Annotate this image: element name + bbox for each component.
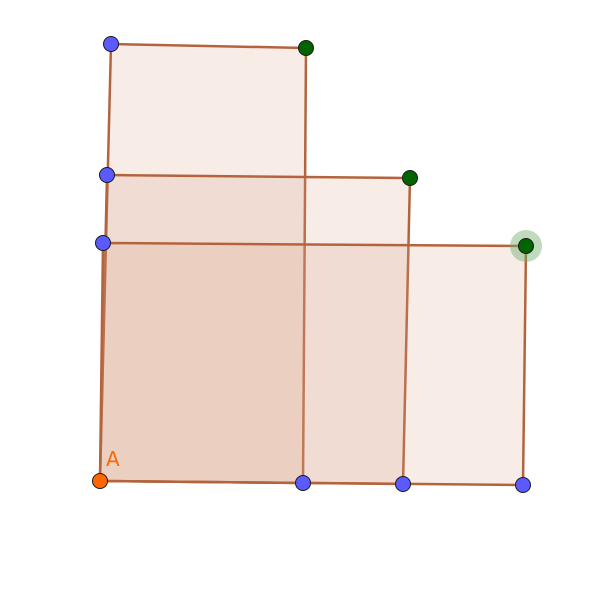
point-b1[interactable]	[295, 475, 311, 491]
rectangle-short[interactable]	[98, 241, 528, 487]
point-a[interactable]	[92, 473, 108, 489]
rectangles-layer	[98, 42, 528, 487]
point-left-top[interactable]	[103, 36, 119, 52]
point-b3[interactable]	[515, 477, 531, 493]
point-corner-tall[interactable]	[298, 40, 314, 56]
point-corner-medium[interactable]	[402, 170, 418, 186]
point-corner-short[interactable]	[518, 238, 534, 254]
point-a-label: A	[106, 447, 120, 471]
point-b2[interactable]	[395, 476, 411, 492]
points-layer	[92, 36, 542, 493]
point-left-mid[interactable]	[99, 167, 115, 183]
point-left-low[interactable]	[95, 235, 111, 251]
